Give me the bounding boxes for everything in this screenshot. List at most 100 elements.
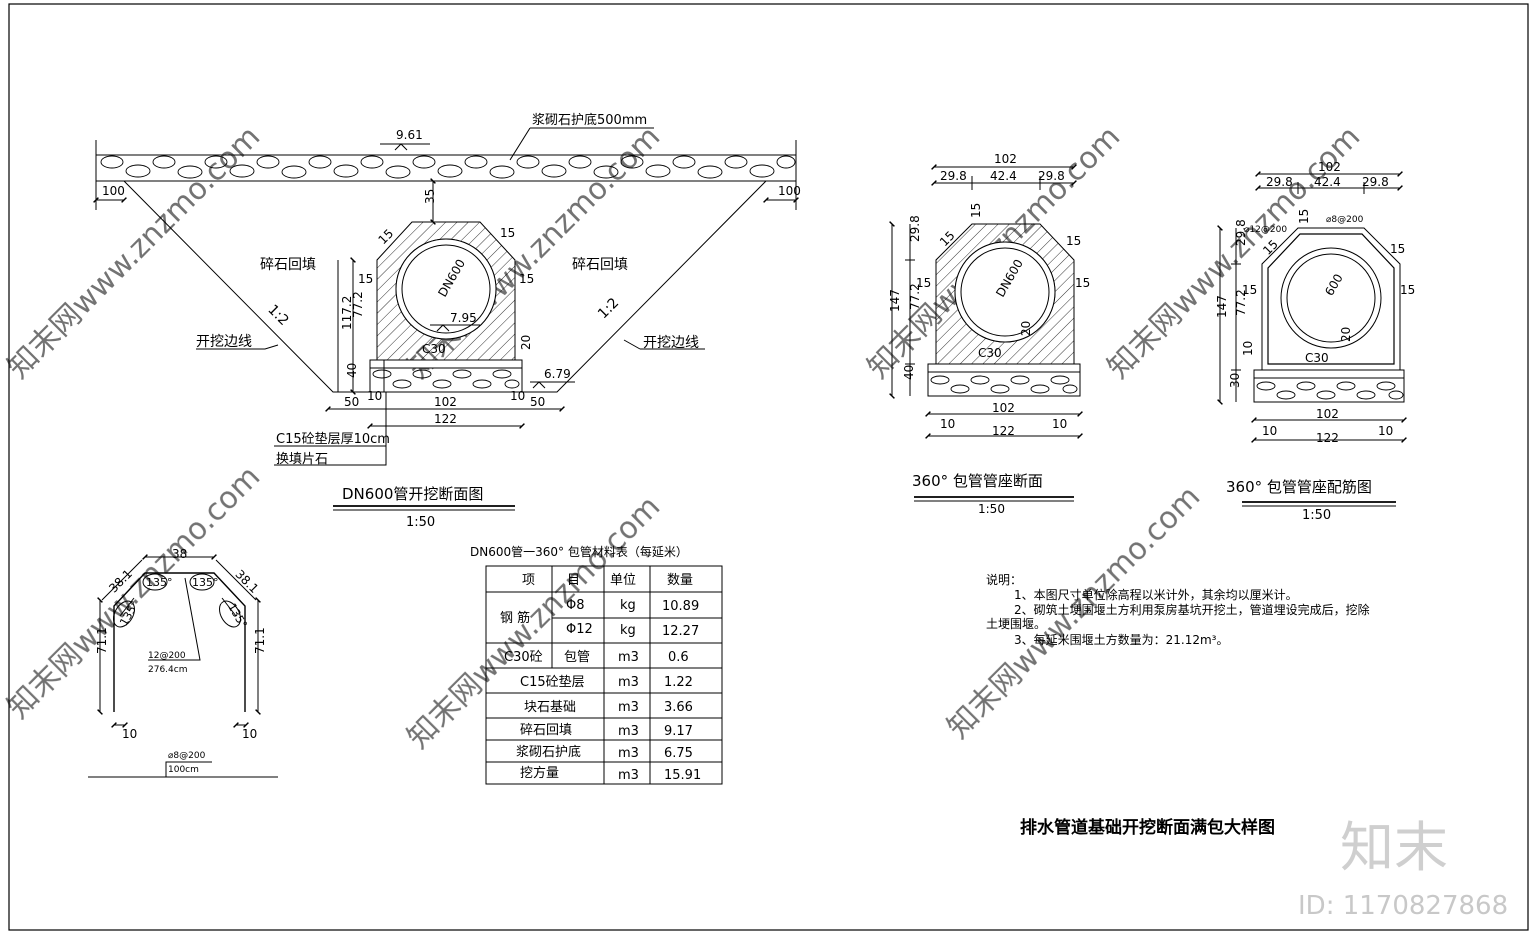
dim: 147 xyxy=(888,289,902,312)
dim: 29.8 xyxy=(1362,175,1389,189)
section-rebar xyxy=(1217,171,1407,507)
drawing-title: 排水管道基础开挖断面满包大样图 xyxy=(1020,817,1275,838)
section-main-scale: 1:50 xyxy=(406,515,435,530)
dim: 50 xyxy=(344,395,359,409)
note-line: 土埂围堰。 xyxy=(986,617,1046,631)
bottom-bar-length: 100cm xyxy=(168,765,199,775)
table-cell: 浆砌石护底 xyxy=(516,744,581,760)
dim: 50 xyxy=(530,395,545,409)
pipe xyxy=(1280,247,1382,349)
stone-foundation xyxy=(927,363,1081,397)
excavation-line-right xyxy=(520,180,767,393)
table-header: 单位 xyxy=(610,573,636,588)
dim: 20 xyxy=(1019,321,1033,336)
elevation-bottom: 6.79 xyxy=(544,367,571,381)
dim: 29.8 xyxy=(1234,219,1248,246)
dim: 102 xyxy=(1318,160,1341,174)
table-header: 数量 xyxy=(667,573,693,588)
notes: 说明： 1、本图尺寸单位除高程以米计外，其余均以厘米计。 2、砌筑土埂围堰土方利… xyxy=(986,572,1370,647)
table-cell: m3 xyxy=(618,746,639,761)
table-cell: m3 xyxy=(618,675,639,690)
note-line: 2、砌筑土埂围堰土方利用泵房基坑开挖土，管道埋设完成后，挖除 xyxy=(1014,602,1370,617)
table-cell: m3 xyxy=(618,700,639,715)
stone-foundation xyxy=(1253,369,1405,403)
table-header: 目 xyxy=(567,573,580,588)
table-cell: 包管 xyxy=(564,650,590,665)
dim: 15 xyxy=(1242,283,1257,297)
table-cell: 钢 筋 xyxy=(500,610,530,626)
dim: 77.2 xyxy=(351,291,365,318)
dim: 42.4 xyxy=(990,169,1017,183)
dim: 102 xyxy=(1316,407,1339,421)
drawing-frame xyxy=(8,3,1529,931)
top-label: 浆砌石护底500mm xyxy=(532,112,647,128)
table-header: 项 xyxy=(522,573,535,588)
dim: 20 xyxy=(519,335,533,350)
note-line: 1、本图尺寸单位除高程以米计外，其余均以厘米计。 xyxy=(1014,587,1298,602)
section-rebar-scale: 1:50 xyxy=(1302,508,1331,523)
stone-foundation xyxy=(369,367,523,393)
dim: 122 xyxy=(434,412,457,426)
slope-left: 1:2 xyxy=(264,302,291,329)
table-cell: C30砼 xyxy=(504,650,543,665)
dim: 20 xyxy=(1339,327,1353,342)
dim: 15 xyxy=(1066,234,1081,248)
bar-label: 12@200 xyxy=(148,651,186,661)
angle: 135° xyxy=(192,576,219,589)
dim: 10 xyxy=(940,417,955,431)
table-cell: 碎石回填 xyxy=(520,723,572,738)
table-cell: 6.75 xyxy=(664,746,693,761)
angle: 135° xyxy=(146,576,173,589)
dim: 100 xyxy=(102,184,125,198)
table-cell: m3 xyxy=(618,724,639,739)
dim: 71.1 xyxy=(253,627,267,654)
notes-heading: 说明： xyxy=(986,572,1022,587)
dim: 29.8 xyxy=(1038,169,1065,183)
concrete-label: C30 xyxy=(978,346,1002,360)
dim: 117.2 xyxy=(340,296,354,330)
dim: 15 xyxy=(916,276,931,290)
dim: 10 xyxy=(1052,417,1067,431)
rebar-label: ⌀12@200 xyxy=(1244,225,1287,235)
watermark: 知末网www.znzmo.com xyxy=(1,459,267,725)
dim: 42.4 xyxy=(1314,175,1341,189)
dim: 77.2 xyxy=(908,283,922,310)
dim: 29.8 xyxy=(1266,175,1293,189)
slope-right: 1:2 xyxy=(595,295,622,322)
pipe xyxy=(954,241,1056,343)
table-cell: C15砼垫层 xyxy=(520,674,585,690)
pipe-label: 600 xyxy=(1322,271,1346,298)
dim: 147 xyxy=(1215,295,1229,318)
table-cell: 0.6 xyxy=(668,650,689,665)
bottom-bar-label: ⌀8@200 xyxy=(168,751,206,761)
rubble-stones xyxy=(100,155,796,179)
callout-cushion: C15砼垫层厚10cm xyxy=(276,431,390,447)
dim: 35 xyxy=(423,189,437,204)
dim: 29.8 xyxy=(940,169,967,183)
dim: 15 xyxy=(1390,242,1405,256)
rebar-shape xyxy=(88,554,278,778)
note-line: 3、每延米围堰土方数量为：21.12m³。 xyxy=(1014,632,1229,647)
dim: 10 xyxy=(242,727,257,741)
edge-right-label: 开挖边线 xyxy=(643,335,699,351)
dim: 100 xyxy=(778,184,801,198)
dim: 122 xyxy=(1316,431,1339,445)
section-360 xyxy=(889,164,1083,502)
table-cell: 10.89 xyxy=(662,599,699,614)
dim: 122 xyxy=(992,424,1015,438)
table-cell: 15.91 xyxy=(664,768,701,783)
dim: 102 xyxy=(994,152,1017,166)
dim: 40 xyxy=(345,363,359,378)
material-table: DN600管一360° 包管材料表（每延米） 项 目 单位 数量 钢 筋 Φ8 … xyxy=(470,544,723,785)
pipe xyxy=(395,238,497,340)
callout-stone: 换填片石 xyxy=(276,452,328,467)
brand-logo: 知末 xyxy=(1340,816,1448,879)
section-rebar-title: 360° 包管管座配筋图 xyxy=(1226,478,1372,496)
table-cell: m3 xyxy=(618,650,639,665)
table-cell: 12.27 xyxy=(662,624,699,639)
table-cell: kg xyxy=(620,623,636,638)
elevation-top: 9.61 xyxy=(396,128,423,142)
concrete-cushion xyxy=(369,359,523,369)
edge-left-label: 开挖边线 xyxy=(196,334,252,350)
